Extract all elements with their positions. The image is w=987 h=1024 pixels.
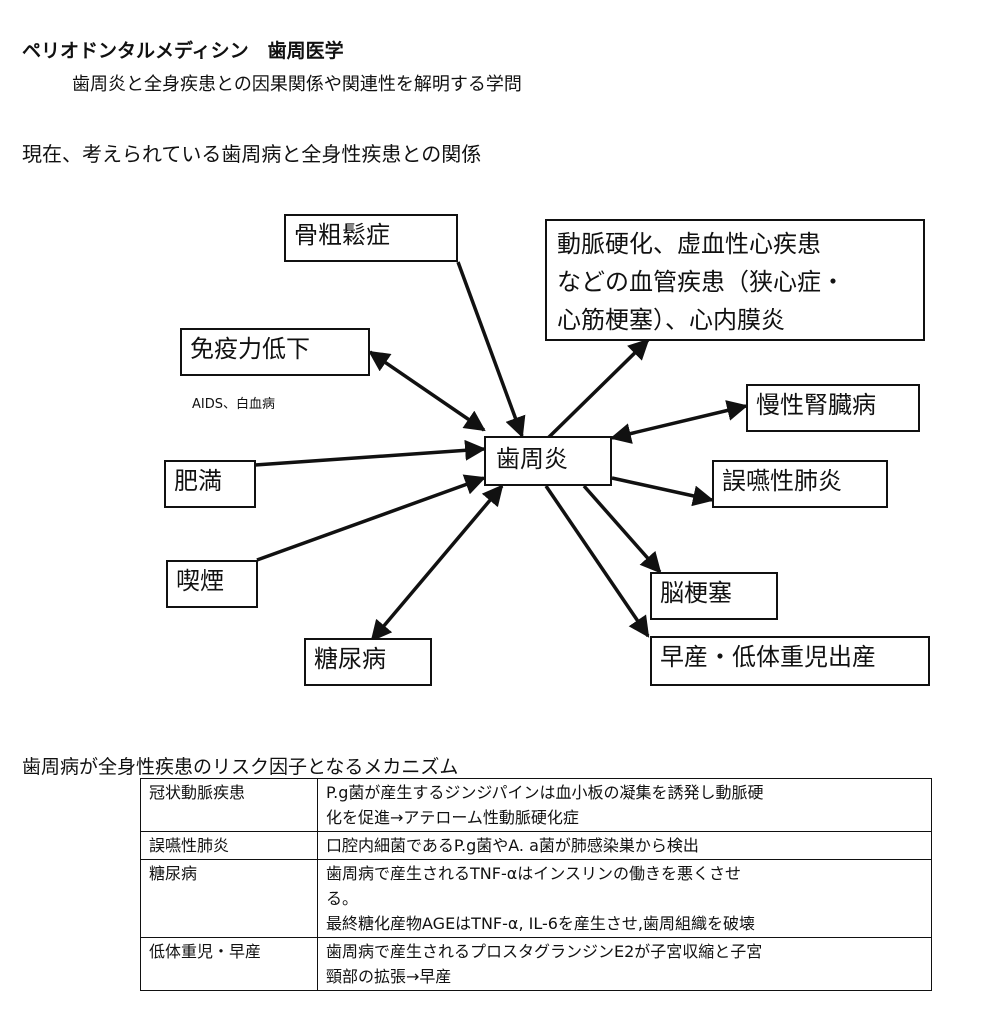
- node-arteriosclerosis-line1: 動脈硬化、虚血性心疾患: [557, 230, 821, 258]
- mechanism-line: 化を促進→アテローム性動脈硬化症: [326, 808, 579, 827]
- arrow-preterm: [544, 485, 650, 638]
- node-pneumonia: 誤嚥性肺炎: [712, 460, 888, 508]
- section-heading-mechanism: 歯周病が全身性疾患のリスク因子となるメカニズム: [22, 756, 459, 778]
- arrow-immune: [368, 350, 486, 432]
- node-diabetes: 糖尿病: [304, 638, 432, 686]
- arrow-kidney: [609, 400, 749, 444]
- node-kidney: 慢性腎臓病: [746, 384, 920, 432]
- mechanism-line: P.g菌が産生するジンジパインは血小板の凝集を誘発し動脈硬: [326, 783, 764, 802]
- node-obesity: 肥満: [164, 460, 256, 508]
- mechanism-line: る。: [326, 889, 359, 908]
- node-stroke: 脳梗塞: [650, 572, 778, 620]
- table-row: 糖尿病歯周病で産生されるTNF-αはインスリンの働きを悪くさせる。最終糖化産物A…: [140, 859, 932, 938]
- table-cell-mechanism: P.g菌が産生するジンジパインは血小板の凝集を誘発し動脈硬化を促進→アテローム性…: [317, 778, 932, 832]
- table-row: 低体重児・早産歯周病で産生されるプロスタグランジンE2が子宮収縮と子宮頸部の拡張…: [140, 937, 932, 991]
- mechanism-line: 歯周病で産生されるTNF-αはインスリンの働きを悪くさせ: [326, 864, 741, 883]
- arrow-diabetes: [370, 484, 504, 642]
- relation-diagram: 骨粗鬆症 動脈硬化、虚血性心疾患 などの血管疾患（狭心症・ 心筋梗塞）、心内膜炎…: [164, 214, 930, 686]
- node-immune: 免疫力低下: [180, 328, 370, 376]
- node-smoking: 喫煙: [166, 560, 258, 608]
- node-preterm: 早産・低体重児出産: [650, 636, 930, 686]
- arrow-arteriosclerosis: [546, 338, 650, 440]
- section-heading-relations: 現在、考えられている歯周病と全身性疾患との関係: [22, 142, 482, 166]
- arrow-osteoporosis: [456, 261, 526, 438]
- mechanism-line: 口腔内細菌であるP.g菌やA. a菌が肺感染巣から検出: [326, 836, 699, 855]
- table-cell-disease: 糖尿病: [140, 859, 318, 938]
- diagram-arrows: [254, 261, 749, 642]
- arrow-stroke: [582, 484, 662, 574]
- note-immune: AIDS、白血病: [192, 397, 275, 412]
- node-arteriosclerosis-line2: などの血管疾患（狭心症・: [557, 268, 845, 296]
- mechanism-line: 歯周病で産生されるプロスタグランジンE2が子宮収縮と子宮: [326, 942, 763, 961]
- mechanism-line: 最終糖化産物AGEはTNF-α, IL-6を産生させ,歯周組織を破壊: [326, 914, 756, 933]
- node-periodontitis: 歯周炎: [484, 436, 612, 486]
- table-cell-disease: 低体重児・早産: [140, 937, 318, 991]
- table-cell-mechanism: 歯周病で産生されるプロスタグランジンE2が子宮収縮と子宮頸部の拡張→早産: [317, 937, 932, 991]
- table-cell-disease: 冠状動脈疾患: [140, 778, 318, 832]
- page-title: ペリオドンタルメディシン 歯周医学: [22, 40, 344, 62]
- node-arteriosclerosis-line3: 心筋梗塞）、心内膜炎: [557, 306, 785, 334]
- node-arteriosclerosis: 動脈硬化、虚血性心疾患 などの血管疾患（狭心症・ 心筋梗塞）、心内膜炎: [545, 219, 925, 341]
- mechanism-line: 頸部の拡張→早産: [326, 967, 452, 986]
- page-subtitle: 歯周炎と全身疾患との因果関係や関連性を解明する学問: [72, 74, 522, 95]
- table-cell-disease: 誤嚥性肺炎: [140, 831, 318, 860]
- table-row: 誤嚥性肺炎口腔内細菌であるP.g菌やA. a菌が肺感染巣から検出: [140, 831, 932, 860]
- table-cell-mechanism: 歯周病で産生されるTNF-αはインスリンの働きを悪くさせる。最終糖化産物AGEは…: [317, 859, 932, 938]
- arrow-pneumonia: [611, 476, 715, 507]
- arrow-obesity: [254, 439, 487, 467]
- table-cell-mechanism: 口腔内細菌であるP.g菌やA. a菌が肺感染巣から検出: [317, 831, 932, 860]
- node-osteoporosis: 骨粗鬆症: [284, 214, 458, 262]
